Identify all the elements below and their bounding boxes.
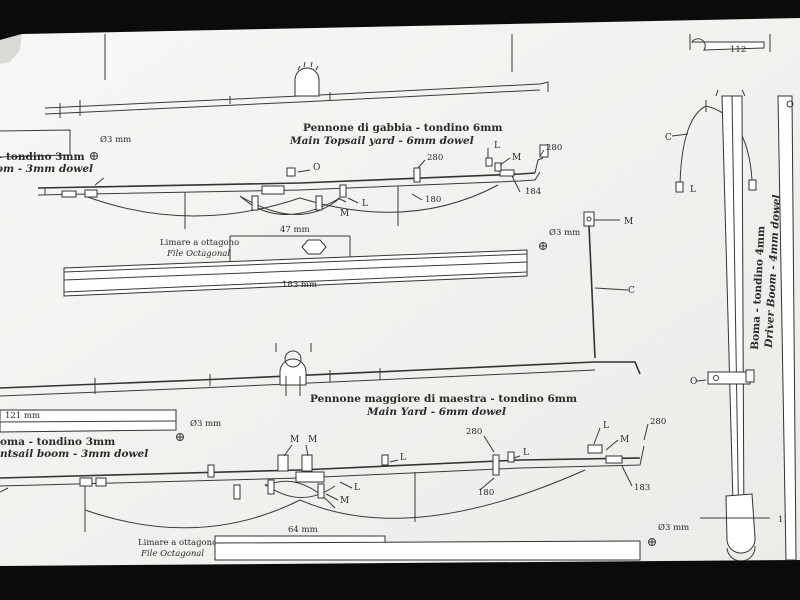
length-280: 280	[546, 143, 562, 153]
tag-m: M	[308, 435, 317, 445]
tag-c: C	[665, 133, 672, 143]
length-112: 112	[730, 45, 746, 55]
dim-47mm: 47 mm	[280, 225, 310, 235]
dia-label: Ø3 mm	[658, 522, 689, 533]
dim-183mm: 183 mm	[282, 280, 317, 290]
dia-label: Ø3 mm	[100, 134, 131, 145]
topsail-yard-drawing: Pennone di gabbia - tondino 6mm Main Top…	[37, 34, 580, 297]
dia-label: Ø3 mm	[190, 418, 221, 429]
tag-m: M	[512, 153, 521, 163]
length-184: 184	[525, 187, 541, 197]
tag-m: M	[624, 217, 633, 227]
tag-l: L	[362, 199, 368, 209]
left-boom-top: Ø3 mm - tondino 3mm il boom - 3mm dowel	[0, 129, 131, 175]
topsail-title-en: Main Topsail yard - 6mm dowel	[289, 135, 474, 147]
tag-l: L	[354, 483, 360, 493]
file-note-en: File Octagonal	[140, 549, 204, 559]
tag-m: M	[340, 209, 349, 219]
tag-l: L	[400, 453, 406, 463]
tag-m: M	[340, 496, 349, 506]
tag-l: L	[494, 141, 500, 151]
file-note-it: Limare a ottagono	[160, 238, 239, 248]
file-note-en: File Octagonal	[166, 249, 230, 259]
left-boom-title-en: ntsail boom - 3mm dowel	[0, 448, 148, 460]
dia-label: Ø3 mm	[549, 227, 580, 238]
hanger-fitting: M C	[583, 211, 635, 359]
left-boom-title-en: il boom - 3mm dowel	[0, 163, 93, 175]
left-boom-bottom: Ø3 mm oma - tondino 3mm ntsail boom - 3m…	[0, 418, 221, 460]
main-yard-title-en: Main Yard - 6mm dowel	[366, 406, 506, 418]
tag-l: L	[690, 185, 696, 195]
length-280: 280	[650, 417, 666, 427]
left-boom-title-it: oma - tondino 3mm	[0, 436, 115, 448]
dim-121mm: 121 mm	[5, 411, 40, 421]
edge-spar	[777, 95, 797, 561]
length-180: 180	[478, 488, 494, 498]
tag-o: O	[313, 163, 320, 173]
topsail-title-it: Pennone di gabbia - tondino 6mm	[303, 122, 502, 134]
main-yard-title-it: Pennone maggiore di maestra - tondino 6m…	[310, 393, 577, 405]
file-note-it: Limare a ottagono	[138, 538, 217, 548]
length-183: 183	[634, 483, 650, 493]
length-180: 180	[425, 195, 441, 205]
tag-c: C	[628, 286, 635, 296]
paper-corner	[0, 34, 22, 64]
dim-64mm: 64 mm	[288, 525, 318, 535]
length-280: 280	[427, 153, 443, 163]
tag-l: L	[603, 421, 609, 431]
left-boom-title-it: - tondino 3mm	[0, 151, 85, 163]
tag-o: O	[690, 377, 697, 387]
tag-m: M	[290, 435, 299, 445]
length-280: 280	[466, 427, 482, 437]
tag-l: L	[523, 448, 529, 458]
tag-m: M	[620, 435, 629, 445]
main-yard-drawing: Pennone maggiore di maestra - tondino 6m…	[0, 343, 689, 561]
